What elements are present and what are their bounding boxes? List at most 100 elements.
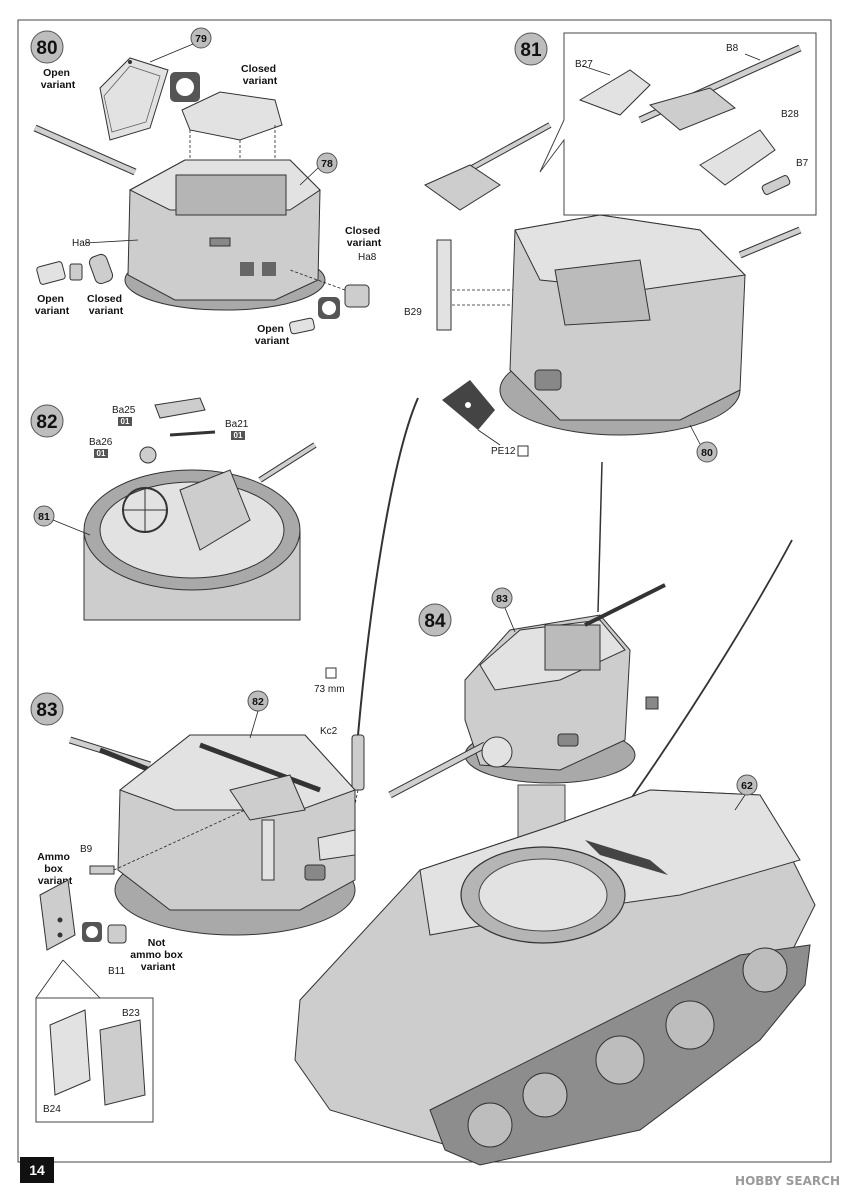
ref-83-label: 83 [496,593,508,605]
part-ha8-left: Ha8 [72,238,91,249]
hull-antenna [629,539,793,801]
closed-variant-icon-dot [176,78,194,96]
inset-leader-right [62,959,101,999]
pe12-hole [465,402,471,408]
callout-mg-receiver [648,87,736,131]
b9-part [89,865,115,875]
ref-78-badge [316,152,338,174]
inset-b23-box [99,1019,146,1106]
ref-78-leader [299,167,319,186]
step-83-number: 83 [36,700,57,721]
part-b28: B28 [781,109,799,120]
b11-part [107,924,127,944]
step-83-antenna-bracket [317,829,356,861]
closed-variant-left: Closed variant [87,293,125,317]
ref-80-badge [696,441,718,463]
open-variant-left: Open variant [35,293,70,317]
step-83-badge [30,692,64,726]
step-84-paint-icon [645,696,659,710]
step-82-gun-breech [179,469,251,551]
watermark: HOBBY SEARCH [735,1174,840,1188]
ammo-box [39,879,76,951]
ammo-box-dot-2 [57,932,63,938]
step-81-mantlet [554,259,651,326]
step-81-main-gun-fill [739,227,801,258]
step-81: 81 B27 B8 B28 B7 B29 [404,32,817,463]
not-ammo-box-line1: Not [148,937,166,949]
b27-leader [582,65,611,76]
open-hatch-plate [99,57,169,141]
road-wheel-5 [742,947,788,993]
road-wheel-1 [467,1102,513,1148]
open-variant-line2: variant [41,79,76,91]
page-frame [17,19,832,1163]
turret-ring-inner [478,858,608,932]
part-b11: B11 [108,966,125,977]
ba21-badge-text: 01 [234,431,243,440]
antenna-kc2: 73 mm Kc2 [314,397,419,839]
step-82-number: 82 [36,412,57,433]
ha8-spacer-part [69,263,83,281]
ref-80-label: 80 [701,447,713,459]
open-variant-left-line2: variant [35,305,70,317]
ref-79-badge [190,27,212,49]
open-variant-bottom-line2: variant [255,335,290,347]
closed-variant-top-line1: Closed [241,63,276,75]
step-80: 80 Open variant 79 Closed variant [30,27,382,347]
ha8-open-part [36,261,66,285]
callout-b28-mount [699,129,776,186]
step-80-number: 80 [36,38,57,59]
step-84-mantlet [481,736,513,768]
open-variant-icon-dot [322,301,336,315]
step-83: 83 82 Ammo box variant B9 B11 [30,690,356,1123]
closed-variant-top-line2: variant [243,75,278,87]
ref-79-leader [149,43,194,63]
part-b7: B7 [796,158,809,169]
engine-deck-grille [585,840,668,875]
part-ba25: Ba25 [112,405,136,416]
road-wheel-3 [595,1035,645,1085]
closed-variant-label-top: Closed variant [241,63,279,87]
length-icon [325,667,337,679]
step-80-port-b [262,262,276,276]
step-83-mg-barrel [199,742,321,793]
open-variant-left-line1: Open [37,293,64,305]
callout-b7-pin [761,175,791,195]
closed-variant-left-line2: variant [89,305,124,317]
step-80-badge [30,30,64,64]
not-ammo-variant-icon-dot [86,926,98,938]
ref-82-leader [249,710,259,739]
b8-leader [744,53,761,61]
ba25-badge [118,417,132,426]
inset-leader-left [35,959,64,999]
ref-79-label: 79 [195,33,207,45]
antenna-length: 73 mm [314,684,345,695]
page-number: 14 [29,1162,45,1178]
ref-83-leader [504,607,516,633]
step-80-barrel-fill [33,125,137,175]
ref-62-badge [736,774,758,796]
step-84-mg [584,583,666,627]
ba21-badge [231,431,245,440]
step-84-turret-antenna [597,461,603,613]
ref-62-leader [734,794,746,811]
page-number-box [20,1157,54,1183]
antenna-whip [357,397,419,736]
hatch-hinge [128,60,132,64]
ba25-part [154,397,206,419]
step-80-cupola-opening [175,174,287,216]
part-ha8-right: Ha8 [358,252,377,263]
not-ammo-box-line2: ammo box [130,949,183,961]
part-pe12: PE12 [491,446,516,457]
ba25-badge-text: 01 [121,417,130,426]
open-hatch-inner [103,65,161,133]
ha8-right-closed-part [344,284,370,308]
ba26-part [139,446,157,464]
step-81-number: 81 [520,40,542,61]
part-b24: B24 [43,1104,61,1115]
ref-80-leader [689,424,701,445]
step-83-mg-body [229,774,306,821]
step-80-open-variant-top: Open variant [41,67,76,91]
ammo-box-variant-line2: box [44,863,63,875]
